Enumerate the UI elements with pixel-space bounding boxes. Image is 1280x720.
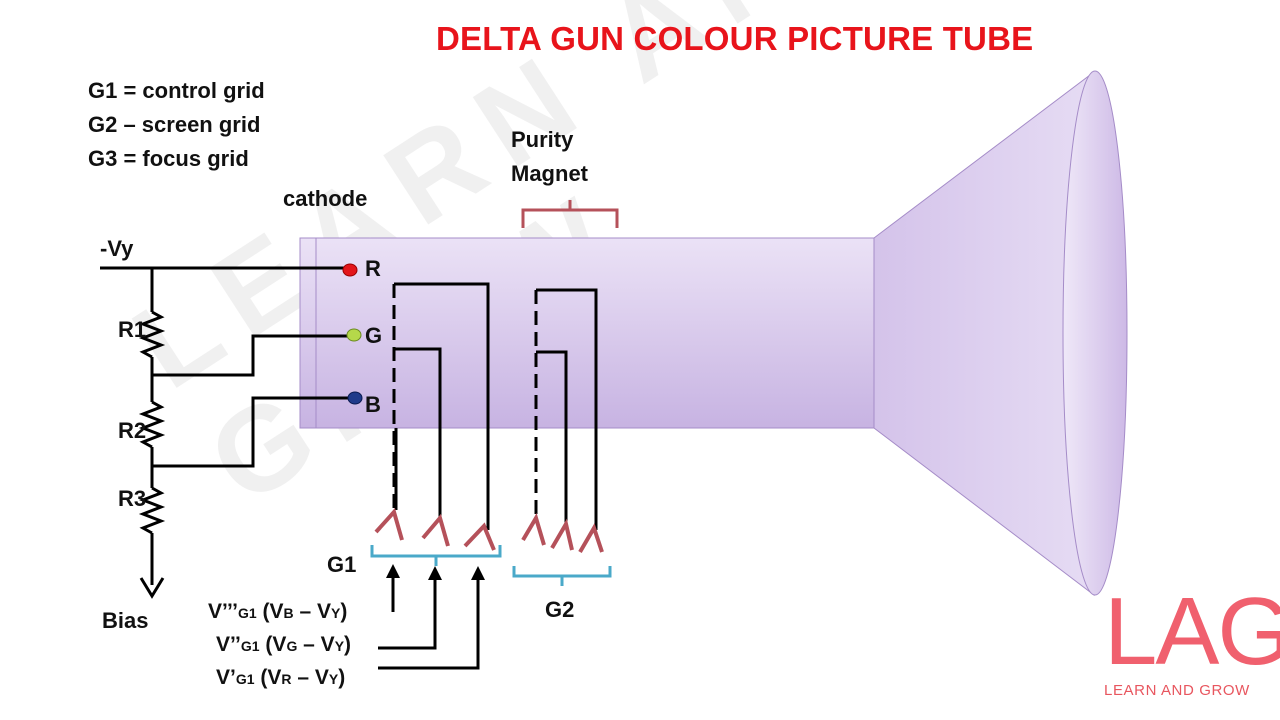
gun-r-label: R [365,256,381,281]
cathode-red [342,263,358,277]
logo-letters: LAG [1104,578,1280,685]
g2-terminal-2 [550,518,574,551]
g2-brace [512,566,612,586]
cathode-label: cathode [283,186,368,211]
g1-brace [370,545,502,566]
voltage-label-blue: V’’’G1 (VB – VY) [208,600,348,623]
legend-g1: G1 = control grid [88,78,265,103]
bias-label: Bias [102,608,149,633]
resistor-network [100,266,350,585]
g1-terminal-3 [463,522,496,551]
g1-terminal-2 [421,513,450,547]
legend-g2: G2 – screen grid [88,112,261,137]
r2-label: R2 [118,418,147,443]
grid-terminals [374,507,604,554]
bias-arrow-head [139,577,165,599]
g2-terminal-1 [521,513,546,546]
g1-terminal-1 [374,507,404,541]
purity-magnet-brace [521,200,619,228]
tube-screen-face [1062,70,1128,596]
diagram-title: DELTA GUN COLOUR PICTURE TUBE [436,20,1034,57]
g1-label: G1 [327,552,357,577]
lag-logo: LAG LEARN AND GROW [1098,584,1280,704]
voltage-arrow-heads [386,564,485,580]
tube-neck [299,237,875,429]
resistor-r2 [138,400,166,449]
g2-grid-leads [534,288,598,530]
purity-label-line2: Magnet [511,161,588,186]
voltage-label-red: V’G1 (VR – VY) [216,666,346,689]
tube-cone [873,70,1095,597]
cathode-blue [347,391,363,405]
gun-b-label: B [365,392,381,417]
r3-label: R3 [118,486,147,511]
logo-tagline: LEARN AND GROW [1104,682,1250,699]
g1-grid-leads [392,282,490,530]
neg-vy-label: -Vy [100,236,134,261]
gun-g-label: G [365,323,383,348]
legend-g3: G3 = focus grid [88,146,249,171]
purity-label-line1: Purity [511,127,574,152]
voltage-input-leads [378,572,480,670]
resistor-r1 [138,310,166,359]
r1-label: R1 [118,317,147,342]
g2-terminal-3 [578,523,604,554]
resistor-r3 [138,486,166,535]
voltage-label-green: V’’G1 (VG – VY) [216,633,352,656]
cathode-green [346,328,362,342]
g2-label: G2 [545,597,575,622]
